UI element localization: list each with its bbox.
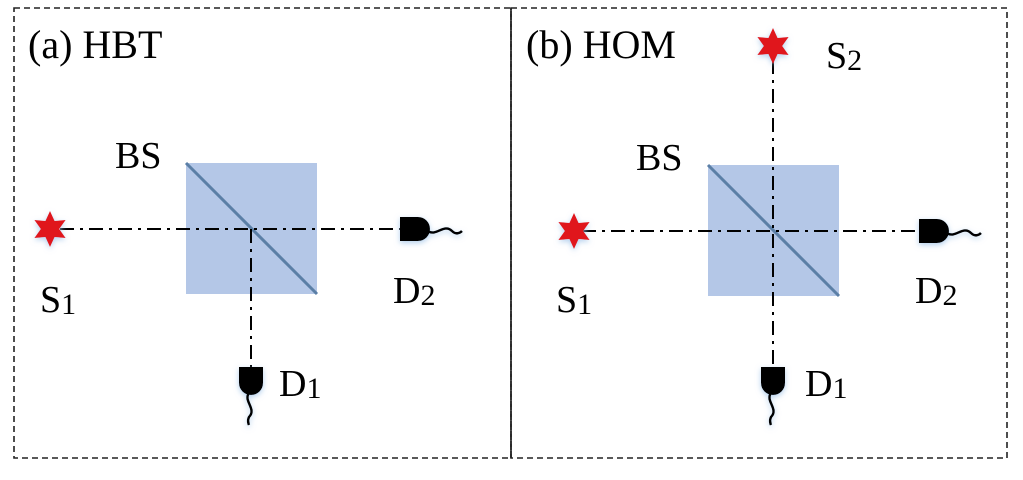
panel-hom: (b) HOM BS S2 S1 D2 D1 bbox=[510, 7, 1008, 459]
star-source-icon bbox=[34, 211, 66, 247]
star-source-icon bbox=[558, 213, 590, 249]
detector-d2-label: D2 bbox=[915, 270, 957, 312]
panel-hom-frame bbox=[510, 7, 1008, 459]
star-source-icon bbox=[757, 28, 789, 64]
detector-icon bbox=[919, 219, 982, 243]
detector-d1-label: D1 bbox=[279, 363, 321, 405]
panel-hbt: (a) HBT BS S1 D2 D1 bbox=[13, 7, 512, 459]
source-s1-label: S1 bbox=[556, 279, 592, 321]
panel-hom-title: (b) HOM bbox=[526, 22, 676, 67]
source-s1-label: S1 bbox=[40, 279, 76, 321]
beamsplitter-label: BS bbox=[115, 135, 161, 177]
detector-icon bbox=[761, 367, 785, 426]
beamsplitter-diagonal bbox=[184, 161, 319, 296]
detector-d1-label: D1 bbox=[805, 363, 847, 405]
detector-d2-label: D2 bbox=[393, 270, 435, 312]
source-s2-label: S2 bbox=[826, 35, 862, 77]
detector-icon bbox=[239, 367, 263, 426]
detector-icon bbox=[400, 217, 463, 241]
beamsplitter-label: BS bbox=[636, 137, 682, 179]
panel-hbt-title: (a) HBT bbox=[28, 22, 162, 67]
beamsplitter-diagonal bbox=[706, 163, 841, 298]
